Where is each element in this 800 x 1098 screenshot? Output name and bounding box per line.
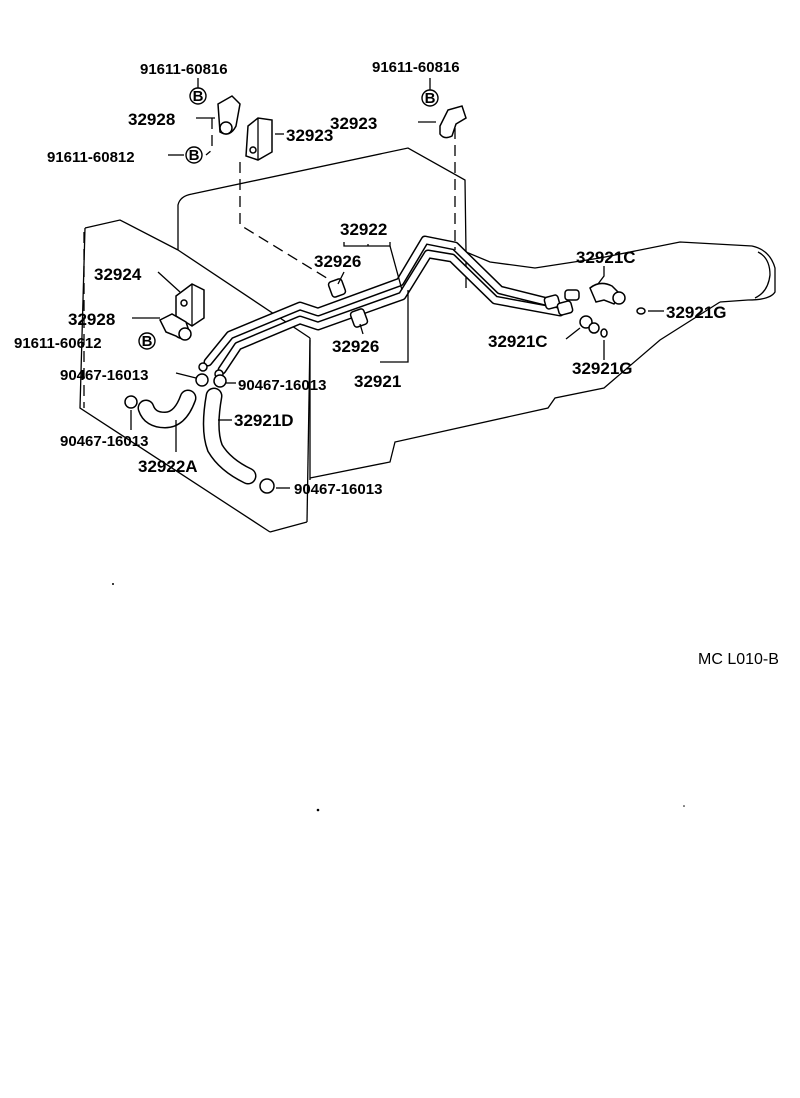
label-gasket-32921G-lower: 32921G: [572, 359, 633, 378]
cushion-32926-lower: [349, 308, 369, 328]
label-gasket-32921G-top: 32921G: [666, 303, 727, 322]
part-labels: 91611-60816 91611-60816 32928 32923 3292…: [14, 59, 727, 498]
label-hose-32922A: 32922A: [138, 457, 198, 476]
bolt-top-left-b: B: [189, 78, 207, 105]
bracket-32923-left: [245, 117, 273, 161]
clamp-32928-top: [217, 95, 241, 135]
label-tube-32921: 32921: [354, 372, 401, 391]
cooler-tube-32921: [217, 249, 565, 375]
label-bracket-32923-right: 32923: [330, 114, 377, 133]
label-bolt-60612: 91611-60612: [14, 335, 102, 352]
bracket-32923-right: [439, 105, 467, 139]
label-tube-32922: 32922: [340, 220, 387, 239]
bolt-60612-b: B: [138, 332, 156, 350]
clip-90467-left-2: [124, 395, 138, 409]
leader-lines: [130, 117, 664, 489]
label-cushion-32926-lower: 32926: [332, 337, 379, 356]
label-union-32921C-top: 32921C: [576, 248, 636, 267]
hose-32921D: [202, 387, 257, 485]
label-bolt-top-left: 91611-60816: [140, 61, 228, 78]
clip-90467-right-1: [213, 374, 227, 388]
label-bolt-top-right: 91611-60816: [372, 59, 460, 76]
clamp-32928-lower: [158, 313, 192, 341]
scan-specks: [112, 583, 685, 812]
b-symbol: B: [193, 88, 204, 105]
label-clip-bottom: 90467-16013: [294, 481, 382, 498]
bolt-top-right-b: B: [421, 78, 439, 107]
hose-32922A: [137, 389, 197, 429]
b-symbol: B: [142, 333, 153, 350]
radiator-outline: [79, 219, 311, 533]
gasket-32921G-top: [636, 307, 646, 315]
label-bracket-32924: 32924: [94, 265, 142, 284]
label-bracket-32923-left: 32923: [286, 126, 333, 145]
b-symbol: B: [189, 147, 200, 164]
union-32921C-top: [589, 282, 626, 305]
gasket-32921G-lower: [600, 328, 608, 338]
label-clip-right-1: 90467-16013: [238, 377, 326, 394]
label-hose-32921D: 32921D: [234, 411, 294, 430]
bolt-60812-b: B: [185, 146, 203, 164]
label-cushion-32926-upper: 32926: [314, 252, 361, 271]
label-union-32921C-lower: 32921C: [488, 332, 548, 351]
label-clamp-32928-lower: 32928: [68, 310, 115, 329]
label-clip-left-1: 90467-16013: [60, 367, 148, 384]
union-32921C-lower: [579, 315, 600, 334]
label-clamp-32928-top: 32928: [128, 110, 175, 129]
clip-90467-left-1: [195, 373, 209, 387]
dashed-guide-lines: [83, 118, 456, 408]
diagram-reference-code: MC L010-B: [698, 651, 779, 668]
label-bolt-60812: 91611-60812: [47, 149, 135, 166]
label-clip-left-2: 90467-16013: [60, 433, 148, 450]
cushion-32926-upper: [327, 278, 347, 298]
clip-90467-bottom: [259, 478, 275, 494]
b-symbol: B: [425, 90, 436, 107]
